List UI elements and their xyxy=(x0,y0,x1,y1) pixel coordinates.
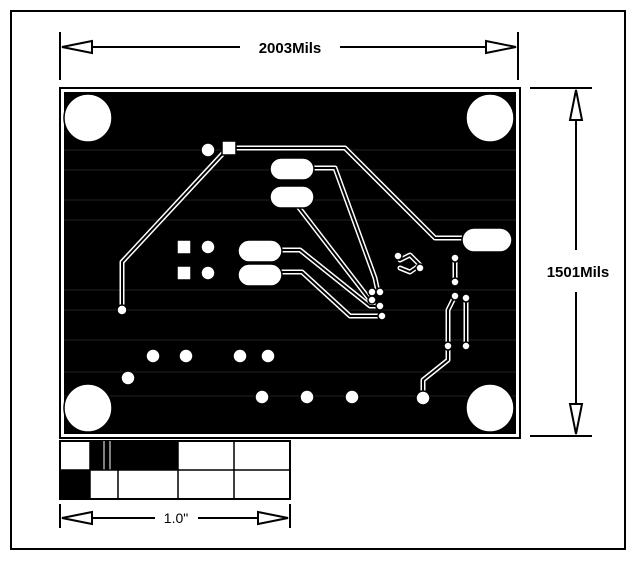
via-7 xyxy=(415,263,425,273)
pad-top-square xyxy=(221,140,237,156)
via-5 xyxy=(377,311,387,321)
height-dimension: 1501Mils xyxy=(530,87,610,437)
mounting-hole-top-right xyxy=(465,93,515,143)
pad-round-2 xyxy=(200,265,216,281)
pad-oval-right xyxy=(461,227,513,253)
scale-arrow-left xyxy=(61,510,93,526)
scale-cell-dark-top xyxy=(90,441,178,470)
pad-oval-1 xyxy=(269,157,315,181)
pad-lone xyxy=(120,370,136,386)
pad-row-4 xyxy=(260,348,276,364)
pads xyxy=(116,140,513,406)
pad-round-1 xyxy=(200,239,216,255)
pad-oval-3 xyxy=(237,239,283,263)
scale-arrow-right xyxy=(257,510,289,526)
via-12 xyxy=(443,341,453,351)
scale-legend xyxy=(59,440,291,500)
width-arrow-left xyxy=(61,39,93,55)
pad-row-2 xyxy=(178,348,194,364)
width-label: 2003Mils xyxy=(259,40,322,57)
scale-cell-dark-bottom xyxy=(60,470,90,499)
via-4 xyxy=(375,301,385,311)
pcb-board xyxy=(59,87,521,439)
width-dimension: 2003Mils xyxy=(59,32,519,80)
pad-trace-end xyxy=(116,304,128,316)
pad-bottom-3 xyxy=(344,389,360,405)
height-label: 1501Mils xyxy=(547,264,610,281)
pad-bottom-4 xyxy=(415,390,431,406)
via-10 xyxy=(450,291,460,301)
via-3 xyxy=(367,295,377,305)
via-13 xyxy=(461,341,471,351)
pad-row-1 xyxy=(145,348,161,364)
via-11 xyxy=(461,293,471,303)
height-arrow-top xyxy=(568,89,584,121)
pad-bottom-1 xyxy=(254,389,270,405)
mounting-hole-top-left xyxy=(63,93,113,143)
mounting-hole-bottom-right xyxy=(465,383,515,433)
width-arrow-right xyxy=(485,39,517,55)
pad-bottom-2 xyxy=(299,389,315,405)
pad-oval-2 xyxy=(269,185,315,209)
via-1 xyxy=(367,287,377,297)
height-arrow-bottom xyxy=(568,403,584,435)
pad-top-round xyxy=(200,142,216,158)
via-6 xyxy=(393,251,403,261)
page-border xyxy=(10,10,626,550)
pad-square-2 xyxy=(176,265,192,281)
pad-row-3 xyxy=(232,348,248,364)
mounting-hole-bottom-left xyxy=(63,383,113,433)
scale-label: 1.0" xyxy=(164,510,188,526)
pad-square-1 xyxy=(176,239,192,255)
pad-oval-4 xyxy=(237,263,283,287)
scale-dimension: 1.0" xyxy=(59,504,291,528)
via-9 xyxy=(450,277,460,287)
via-2 xyxy=(375,287,385,297)
via-8 xyxy=(450,253,460,263)
